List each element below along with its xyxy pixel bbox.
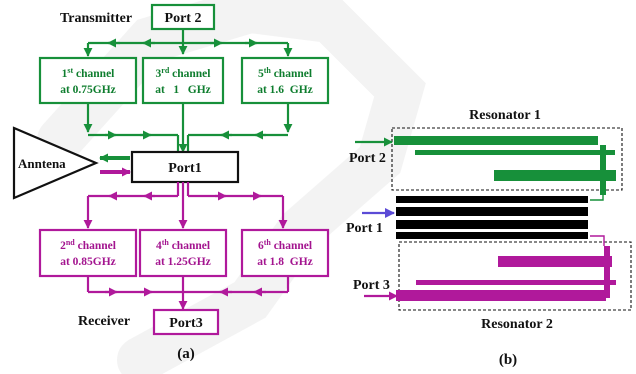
rx-channel-6: 6th channel at 1.8 GHz bbox=[240, 228, 330, 278]
resonator2-traces bbox=[396, 235, 616, 301]
channel-word: channel bbox=[169, 240, 210, 252]
resonator1-label: Resonator 1 bbox=[469, 108, 541, 123]
resonator1-traces bbox=[394, 136, 616, 201]
tx-channel-1: 1st channel at 0.75GHz bbox=[38, 56, 138, 105]
receiver-label: Receiver bbox=[78, 314, 130, 329]
port1-box bbox=[130, 150, 240, 184]
channel-number: 2 bbox=[60, 240, 66, 252]
port2-label-b: Port 2 bbox=[349, 151, 386, 166]
caption-a: (a) bbox=[177, 346, 195, 362]
svg-text:6th channel: 6th channel bbox=[258, 238, 312, 252]
channel-number: 5 bbox=[258, 68, 264, 80]
channel-ordinal: nd bbox=[66, 238, 75, 247]
tx-channel-3: 3rd channel at 1 GHz bbox=[141, 56, 225, 105]
tx-channel-5: 5th channel at 1.6 GHz bbox=[240, 56, 330, 105]
channel-word: channel bbox=[169, 68, 210, 80]
channel-number: 4 bbox=[156, 240, 162, 252]
channel-word: channel bbox=[271, 68, 312, 80]
channel-ordinal: th bbox=[264, 238, 272, 247]
channel-number: 3 bbox=[156, 68, 162, 80]
panel-a-system-diagram: Transmitter Port 2 bbox=[12, 3, 330, 362]
tx-network bbox=[83, 29, 293, 153]
antenna-triangle bbox=[12, 126, 99, 200]
resonator2-outline bbox=[398, 241, 632, 311]
channel-word: channel bbox=[271, 240, 312, 252]
svg-text:5th channel: 5th channel bbox=[258, 66, 312, 80]
port1-label-b: Port 1 bbox=[346, 221, 383, 236]
channel-frequency: at 0.85GHz bbox=[60, 256, 116, 268]
svg-text:1st channel: 1st channel bbox=[62, 66, 115, 80]
antenna-label: Anntena bbox=[18, 156, 66, 171]
channel-ordinal: th bbox=[162, 238, 170, 247]
svg-text:2nd channel: 2nd channel bbox=[60, 238, 116, 252]
channel-frequency: at 1.25GHz bbox=[155, 256, 211, 268]
channel-word: channel bbox=[73, 68, 114, 80]
rx-network bbox=[83, 182, 290, 310]
channel-number: 1 bbox=[62, 68, 68, 80]
channel-ordinal: th bbox=[264, 66, 272, 75]
port1-feed-lines bbox=[396, 196, 588, 239]
caption-b: (b) bbox=[499, 352, 517, 368]
rx-channel-4: 4th channel at 1.25GHz bbox=[138, 228, 228, 278]
channel-word: channel bbox=[75, 240, 116, 252]
channel-frequency: at 1.8 GHz bbox=[257, 256, 313, 268]
resonator2-label: Resonator 2 bbox=[481, 317, 553, 332]
port3-box bbox=[152, 308, 220, 336]
channel-frequency: at 1.6 GHz bbox=[257, 84, 313, 96]
panel-b-resonator-layout: Resonator 1 Port 2 Port 1 bbox=[346, 108, 632, 368]
port3-label: Port3 bbox=[169, 316, 202, 331]
antenna: Anntena bbox=[12, 126, 99, 200]
channel-ordinal: st bbox=[67, 66, 73, 75]
channel-frequency: at 0.75GHz bbox=[60, 84, 116, 96]
svg-text:3rd channel: 3rd channel bbox=[156, 66, 211, 80]
port1-label: Port1 bbox=[168, 161, 201, 176]
rx-channel-2: 2nd channel at 0.85GHz bbox=[38, 228, 138, 278]
port3-label-b: Port 3 bbox=[353, 278, 390, 293]
transmitter-label: Transmitter bbox=[60, 11, 132, 26]
svg-text:4th channel: 4th channel bbox=[156, 238, 210, 252]
port2-label: Port 2 bbox=[165, 11, 202, 26]
resonator1-outline bbox=[391, 127, 623, 191]
channel-number: 6 bbox=[258, 240, 264, 252]
antenna-links bbox=[99, 153, 131, 177]
channel-frequency: at 1 GHz bbox=[155, 84, 211, 96]
channel-ordinal: rd bbox=[161, 66, 170, 75]
